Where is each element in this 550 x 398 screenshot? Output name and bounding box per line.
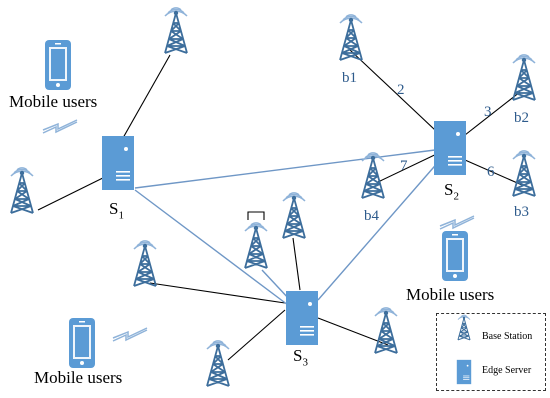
link-weight-label: 6 bbox=[487, 164, 495, 180]
legend-edge-server-label: Edge Server bbox=[482, 365, 532, 376]
link-s2-b4 bbox=[377, 149, 446, 183]
link-s2-b3 bbox=[464, 159, 523, 186]
link-s3-tower-mid bbox=[292, 237, 301, 291]
link-s3-tower-left bbox=[149, 282, 286, 304]
server-s3-label: S3 bbox=[293, 346, 308, 369]
base-station-b3-label: b3 bbox=[514, 204, 529, 220]
base-station-b1-label: b1 bbox=[342, 70, 357, 86]
mobile-phone-icon bbox=[442, 231, 468, 281]
link-weight-label: 7 bbox=[400, 158, 408, 174]
wireless-signal-icon bbox=[439, 215, 475, 230]
link-s2-b1 bbox=[349, 49, 436, 131]
mobile-users-label: Mobile users bbox=[34, 368, 123, 387]
base-station-icon bbox=[512, 149, 536, 197]
base-station-icon bbox=[282, 191, 306, 239]
link-s2-s3 bbox=[317, 159, 441, 301]
base-station-icon bbox=[164, 6, 188, 54]
edge-server-icon bbox=[434, 121, 466, 175]
base-station-icon bbox=[374, 306, 398, 354]
mobile-phone-icon bbox=[45, 40, 71, 90]
base-station-b4-label: b4 bbox=[364, 208, 379, 224]
link-s3-tower-center bbox=[261, 269, 291, 301]
base-station-icon bbox=[361, 151, 385, 199]
mobile-users-label: Mobile users bbox=[9, 92, 98, 111]
edge-server-icon bbox=[102, 136, 134, 190]
link-s2-b2 bbox=[464, 91, 521, 136]
links-blue bbox=[134, 149, 441, 306]
wireless-signal-icon bbox=[112, 327, 148, 342]
link-bracket bbox=[247, 211, 265, 220]
link-weight-label: 3 bbox=[484, 104, 492, 120]
base-station-icon bbox=[206, 339, 230, 387]
link-s1-s3 bbox=[134, 189, 289, 306]
link-weight-label: 2 bbox=[397, 82, 405, 98]
link-s3-tower-bottom bbox=[227, 309, 286, 361]
base-station-icon bbox=[339, 13, 363, 61]
link-s3-tower-right bbox=[317, 317, 389, 346]
server-s2-label: S2 bbox=[444, 180, 459, 203]
base-station-icon bbox=[512, 53, 536, 101]
edge-server-icon bbox=[286, 291, 318, 345]
legend-base-station-label: Base Station bbox=[482, 331, 533, 342]
link-s1-tower-top bbox=[118, 54, 171, 146]
wireless-signal-icon bbox=[42, 119, 78, 134]
base-station-b2-label: b2 bbox=[514, 110, 529, 126]
base-station-icon bbox=[244, 221, 268, 269]
base-station-icon bbox=[10, 166, 34, 214]
base-station-icon bbox=[133, 239, 157, 287]
legend bbox=[436, 313, 546, 391]
mobile-users-label: Mobile users bbox=[406, 285, 495, 304]
mobile-phone-icon bbox=[69, 318, 95, 368]
link-s1-s2 bbox=[134, 149, 436, 189]
server-s1-label: S1 bbox=[109, 199, 124, 222]
